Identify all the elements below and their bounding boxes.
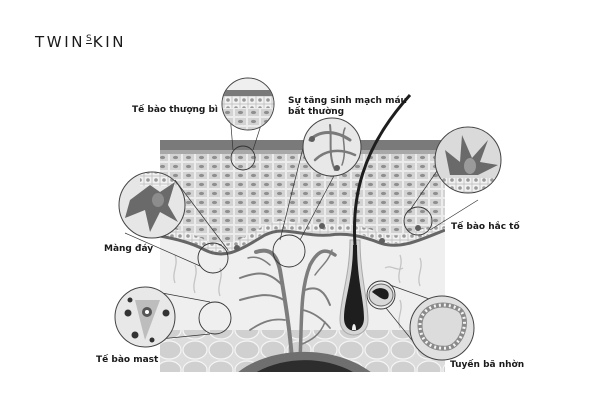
label-basement-membrane: Màng đáy xyxy=(104,244,154,254)
bubble-angiogenesis xyxy=(302,117,362,177)
bubble-melanocyte xyxy=(434,126,502,194)
label-sebaceous-gland: Tuyến bã nhờn xyxy=(450,360,525,370)
label-angiogenesis-line1: Sự tăng sinh mạch máu xyxy=(288,96,407,106)
hair-bulb xyxy=(344,245,364,331)
blood-vessel-tree xyxy=(239,248,337,362)
epidermis xyxy=(160,150,445,250)
brand-logo-middle: S xyxy=(86,34,92,44)
bubble-basement-membrane xyxy=(118,171,186,239)
highlight-circles xyxy=(197,145,433,335)
bubble-sebaceous-gland xyxy=(409,295,475,361)
stratum-corneum xyxy=(160,140,445,150)
bubble-epidermal-cells xyxy=(221,77,275,131)
dermal-fibers xyxy=(173,254,422,329)
label-epidermal-cells: Tế bào thượng bì xyxy=(132,105,219,115)
melanocytes xyxy=(234,223,421,251)
hair-shaft xyxy=(352,93,412,246)
brand-logo-part1: TWIN xyxy=(35,33,86,51)
brand-logo-part2: KIN xyxy=(92,33,127,51)
label-mast-cell: Tế bào mast xyxy=(96,355,159,365)
brand-logo: TWINSKIN xyxy=(35,33,126,51)
label-melanocyte: Tế bào hắc tố xyxy=(451,222,520,232)
basal-layer xyxy=(160,220,445,253)
bubble-mast-cell xyxy=(114,286,176,348)
basement-membrane-line xyxy=(160,228,445,256)
label-angiogenesis-line2: bất thường xyxy=(288,107,345,117)
skin-block xyxy=(160,140,445,372)
